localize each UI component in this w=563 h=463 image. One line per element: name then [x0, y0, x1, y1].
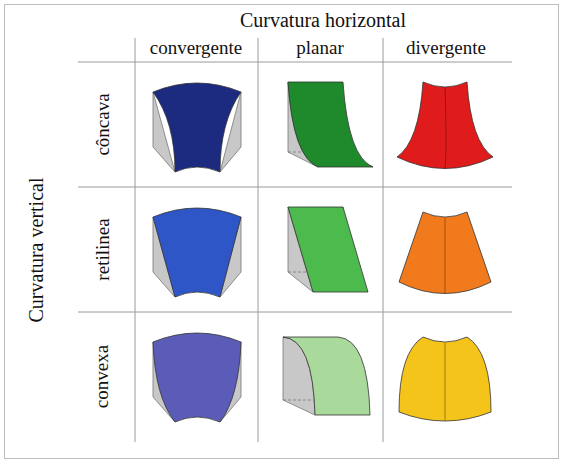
column-header: convergente: [150, 38, 243, 57]
divergent-convex: [399, 337, 491, 421]
row-header: côncava: [92, 93, 111, 155]
convergent-convex: [153, 333, 241, 422]
row-header: retilinea: [93, 218, 112, 280]
divergent-concave: [397, 82, 493, 169]
row-header: convexa: [93, 344, 112, 407]
planar-straight: [288, 207, 368, 292]
convergent-concave: [153, 83, 241, 172]
planar-convex: [283, 337, 370, 415]
convergent-straight: [153, 208, 241, 297]
frame: [5, 5, 559, 459]
table-grid: [78, 38, 512, 442]
column-header: planar: [296, 38, 343, 57]
column-header: divergente: [406, 38, 486, 57]
axis-title: Curvatura horizontal: [240, 10, 406, 30]
planar-concave: [288, 82, 373, 167]
divergent-straight: [399, 212, 491, 294]
axis-title: Curvatura vertical: [26, 178, 46, 323]
